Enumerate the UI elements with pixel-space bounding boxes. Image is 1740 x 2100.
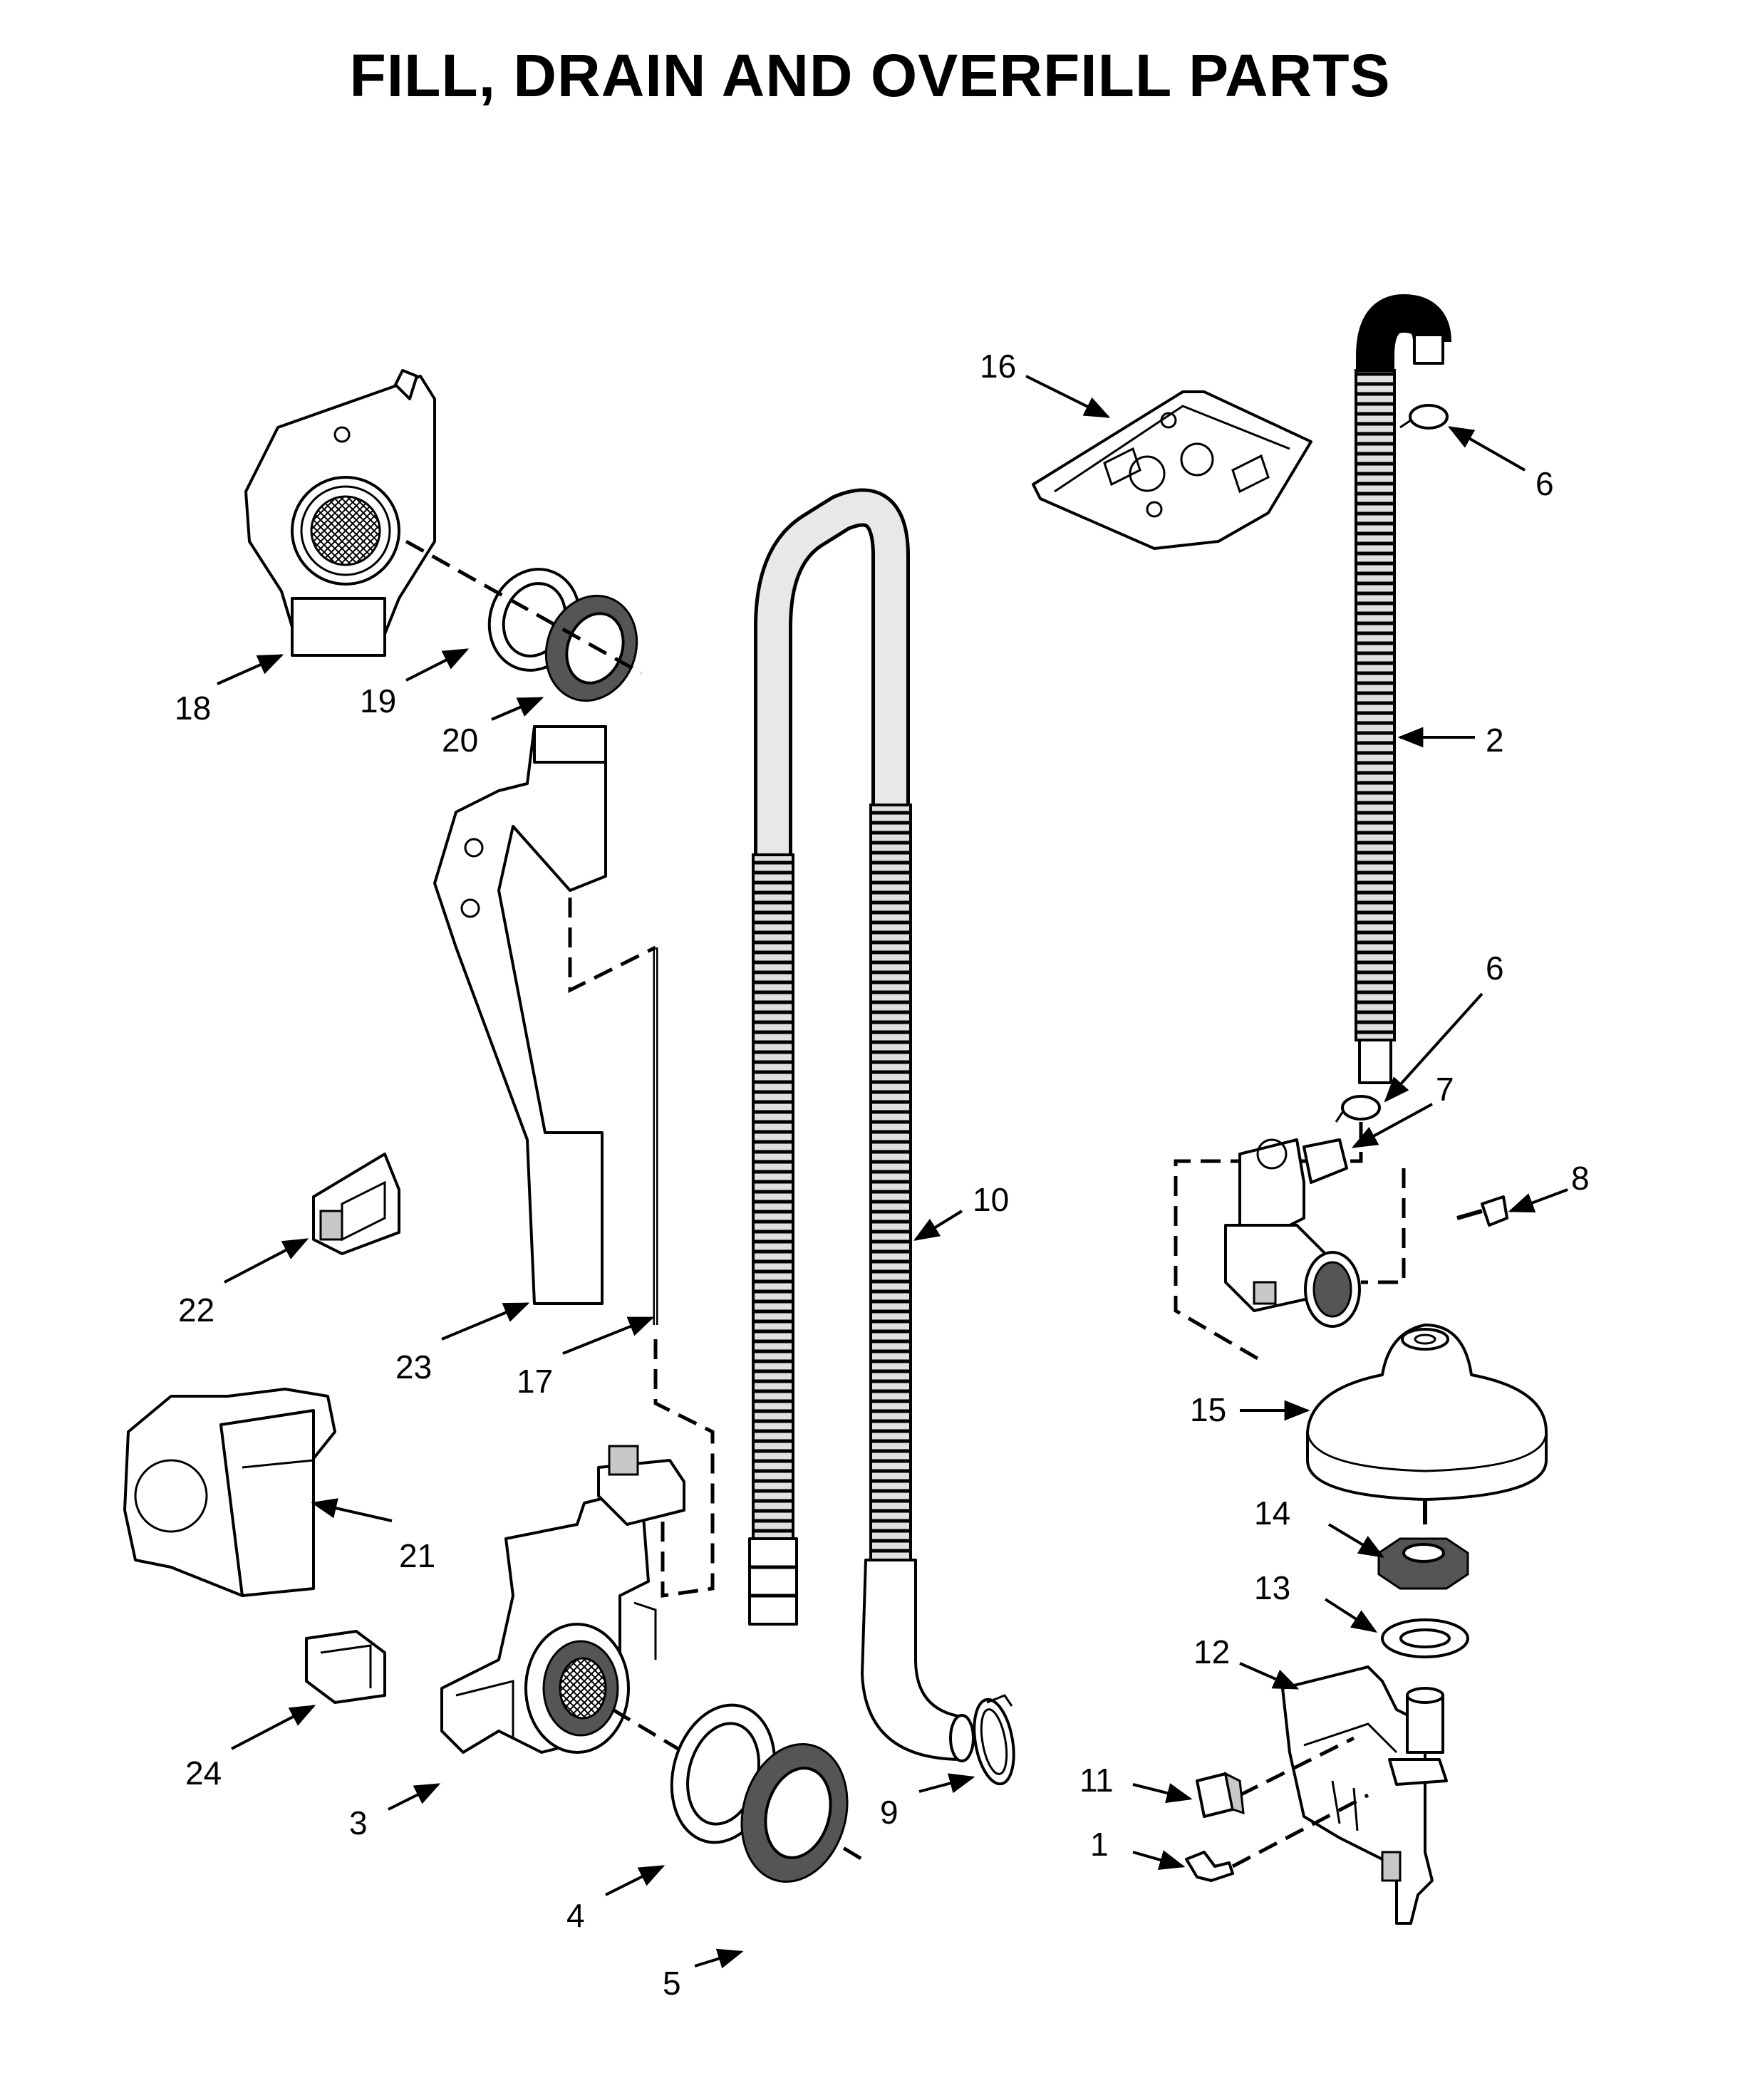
part-23-vent-duct [433, 725, 607, 1305]
part-17-dashed-path-lower [653, 1339, 715, 1598]
callout-17: 17 [517, 1363, 553, 1400]
callout-16: 16 [980, 348, 1016, 385]
callout-6-upper: 6 [1536, 465, 1554, 502]
callout-13: 13 [1254, 1569, 1290, 1606]
callout-14: 14 [1254, 1495, 1290, 1532]
callout-11: 11 [1079, 1762, 1114, 1799]
part-13-float-gasket [1381, 1618, 1469, 1658]
part-9-hose-clamp [973, 1694, 1015, 1786]
callout-15: 15 [1190, 1391, 1226, 1428]
callout-22: 22 [178, 1291, 214, 1329]
callout-24: 24 [185, 1755, 222, 1792]
callout-1: 1 [1090, 1826, 1109, 1863]
part-7-fill-valve [1224, 1138, 1361, 1328]
part-6-clamp-upper [1399, 404, 1449, 430]
part-3-drain-body [440, 1445, 685, 1754]
part-24-bracket [305, 1630, 386, 1704]
part-8-dashed-path [1361, 1168, 1406, 1284]
part-22-clip [312, 1153, 400, 1255]
callout-20: 20 [442, 722, 478, 759]
part-14-float-nut [1377, 1537, 1469, 1590]
part-17-dashed-path [568, 898, 657, 994]
callout-labels: 18 19 20 16 6 2 6 7 8 10 22 23 17 15 21 … [175, 348, 1590, 2002]
callout-10: 10 [973, 1181, 1009, 1218]
callout-9: 9 [880, 1794, 899, 1831]
part-15-float [1306, 1324, 1548, 1524]
part-11-dashed-path [1238, 1736, 1355, 1797]
part-1-wire-pin [1185, 1851, 1234, 1882]
callout-5: 5 [663, 1965, 681, 2002]
callout-21: 21 [399, 1537, 435, 1574]
part-6-clamp-lower [1335, 1095, 1381, 1123]
part-5-nut [740, 1743, 849, 1883]
callout-7: 7 [1436, 1071, 1454, 1108]
part-8-screw [1456, 1195, 1508, 1227]
part-16-kit-bag [1032, 390, 1312, 550]
leader-lines [217, 375, 1568, 1969]
part-1-dashed-path [1231, 1793, 1369, 1868]
part-11-micro-switch [1196, 1772, 1245, 1818]
callout-2: 2 [1486, 722, 1504, 759]
callout-23: 23 [395, 1348, 432, 1386]
part-18-filter-housing [244, 369, 436, 657]
callout-12: 12 [1193, 1633, 1230, 1670]
part-7-dashed-path [1174, 1122, 1363, 1363]
callout-19: 19 [360, 682, 396, 719]
callout-3: 3 [349, 1804, 368, 1841]
callout-4: 4 [566, 1897, 585, 1934]
part-20-nut [544, 594, 638, 702]
part-21-vent-assembly [123, 1388, 336, 1597]
part-12-switch-bracket [1281, 1665, 1448, 1925]
callout-18: 18 [175, 690, 211, 727]
callout-8: 8 [1571, 1160, 1590, 1197]
callout-6-lower: 6 [1486, 950, 1504, 987]
part-18-axis-line [405, 539, 643, 675]
page-title: FILL, DRAIN AND OVERFILL PARTS [349, 42, 1391, 109]
part-10-drain-hose [748, 488, 975, 1762]
part-2-fill-hose [1355, 294, 1451, 1084]
